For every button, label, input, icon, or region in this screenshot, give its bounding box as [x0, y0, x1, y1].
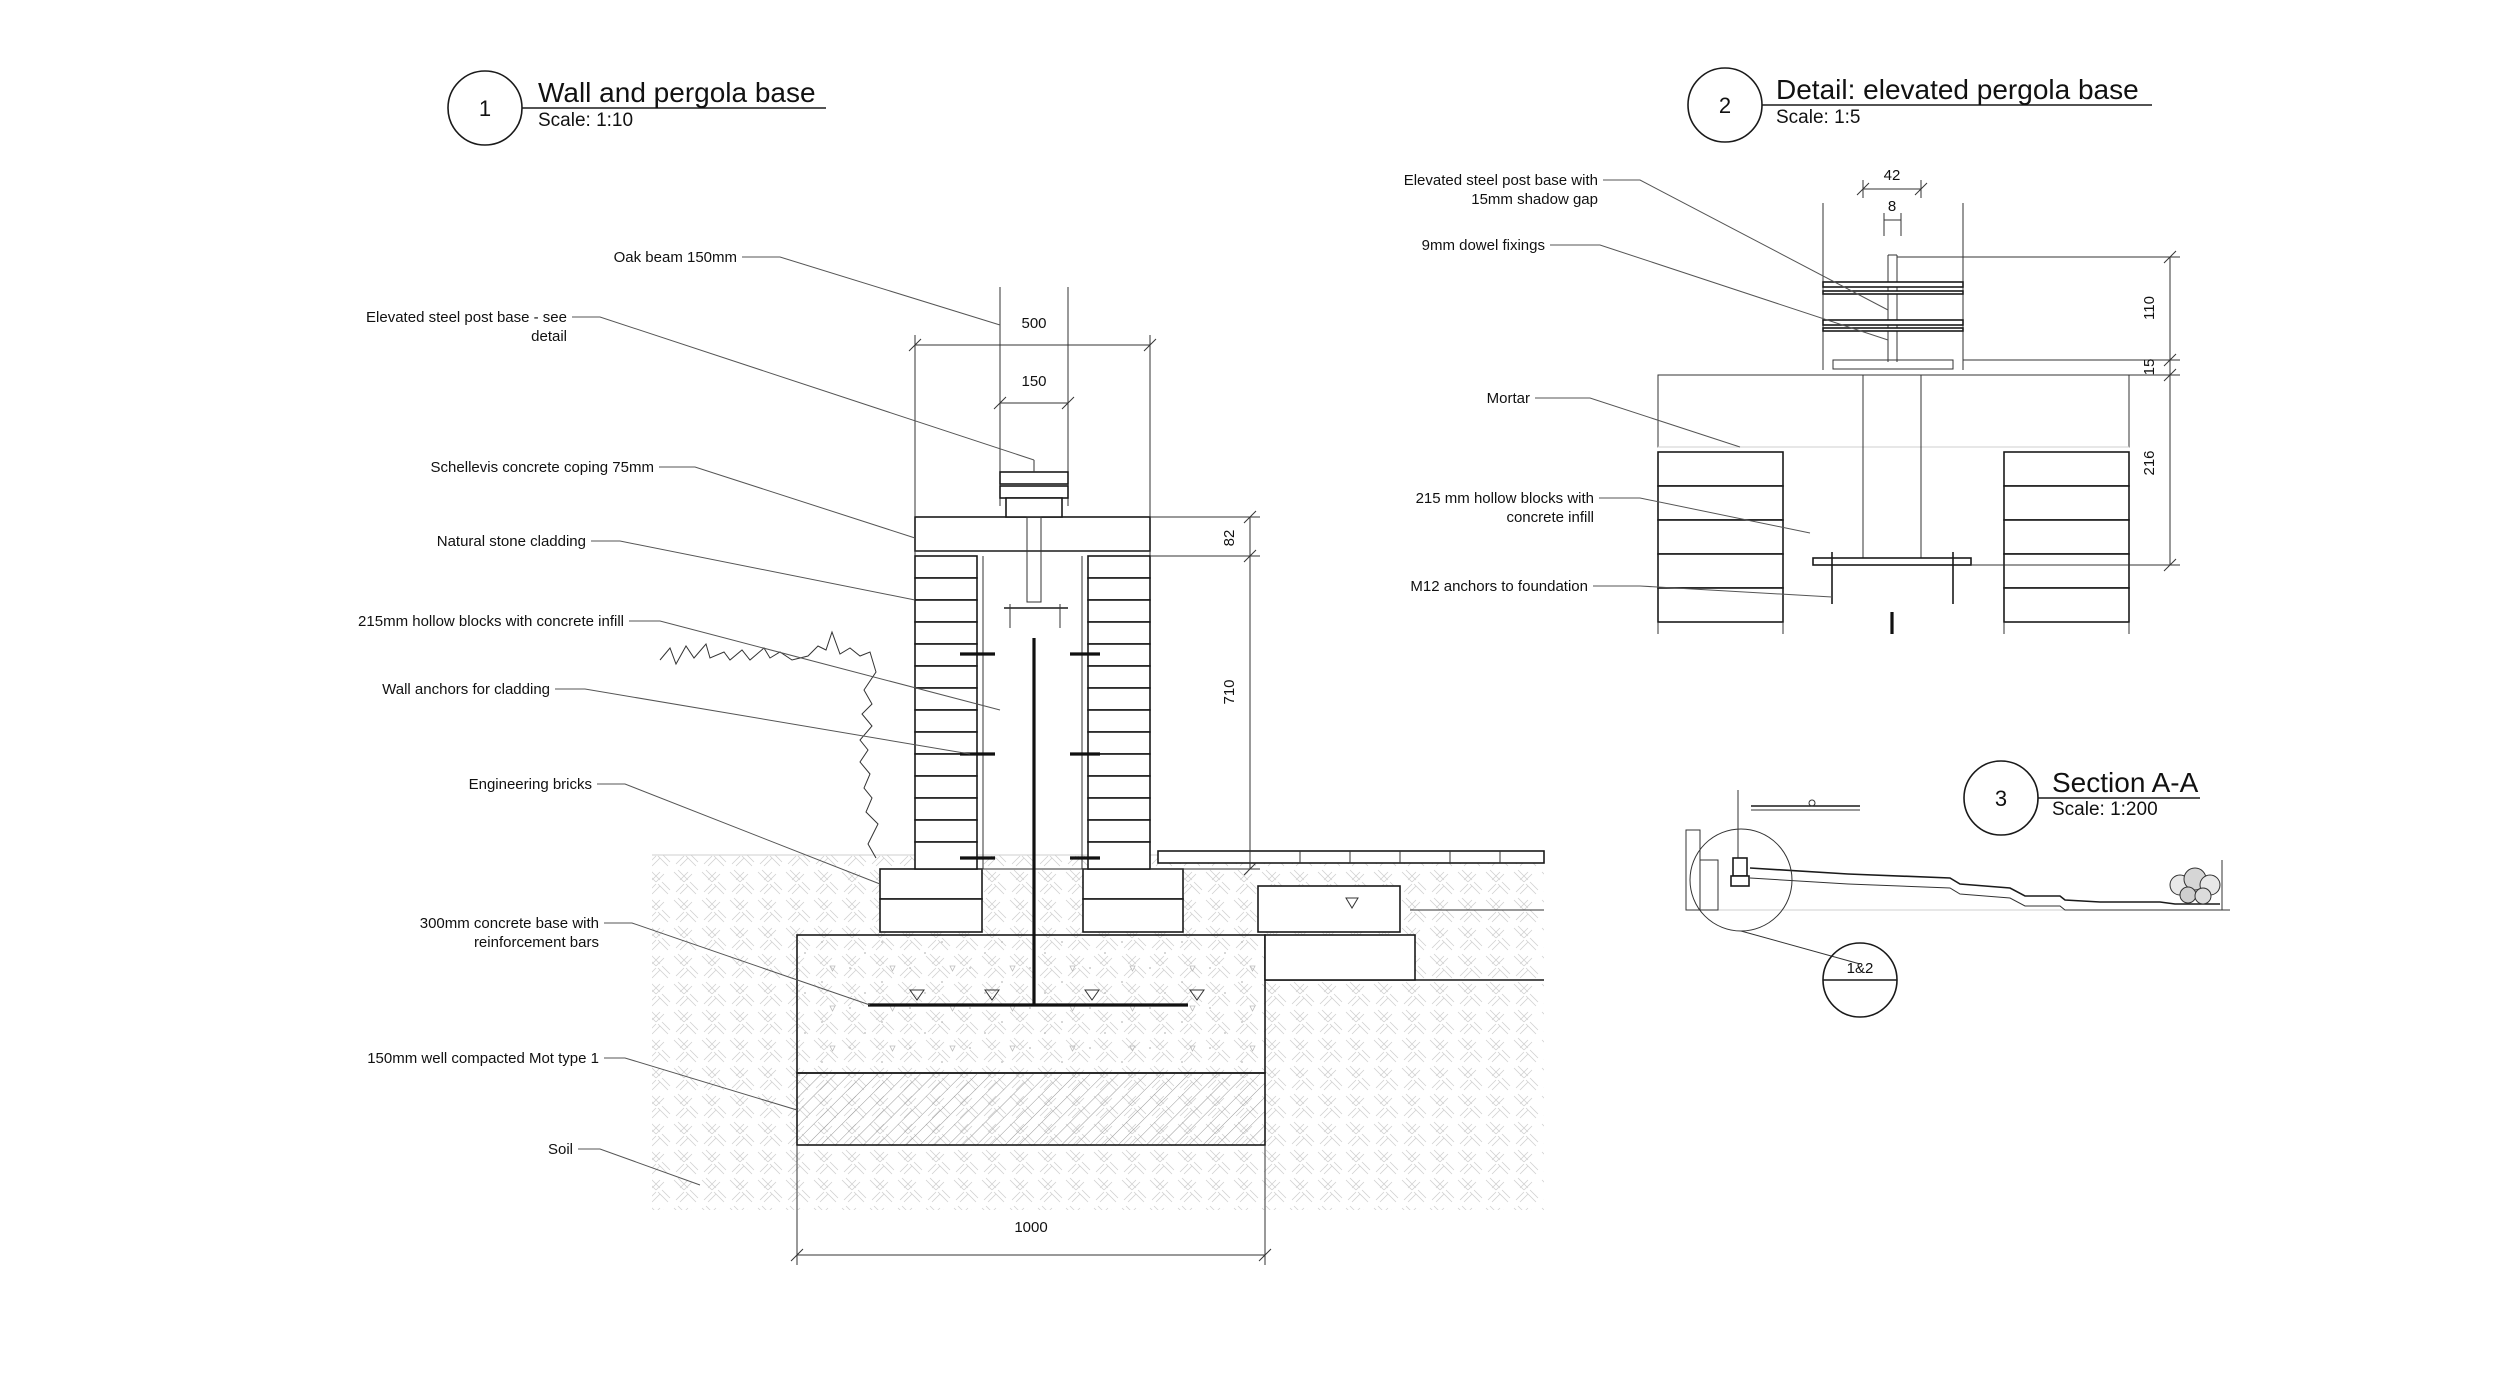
label-d2-post-base-line1: Elevated steel post base with	[1404, 172, 1598, 189]
detail-3-scale: Scale: 1:200	[2052, 799, 2158, 820]
label-oak-beam: Oak beam 150mm	[614, 249, 737, 266]
detail-1-scale: Scale: 1:10	[538, 110, 633, 131]
detail-1-number: 1	[479, 96, 491, 121]
dim-82: 82	[1221, 530, 1238, 547]
dim-42: 42	[1884, 167, 1901, 184]
wall-body	[914, 516, 1151, 1005]
label-coping: Schellevis concrete coping 75mm	[431, 459, 654, 476]
label-post-base-line2: detail	[531, 328, 567, 345]
dim-710: 710	[1221, 679, 1238, 704]
label-mot-type-1: 150mm well compacted Mot type 1	[367, 1050, 599, 1067]
steel-post-base-1	[999, 287, 1069, 628]
label-d2-blocks-line1: 215 mm hollow blocks with	[1416, 490, 1594, 507]
mot-type-1-layer	[796, 1072, 1266, 1146]
dim-8: 8	[1888, 198, 1896, 215]
label-soil: Soil	[548, 1141, 573, 1158]
label-cladding: Natural stone cladding	[437, 533, 586, 550]
callout-1-2-label: 1&2	[1847, 960, 1874, 977]
detail-3-number: 3	[1995, 786, 2007, 811]
detail-1-wall-pergola-base: 1 Wall and pergola base Scale: 1:10	[358, 70, 1545, 1265]
dimension-500: 500	[908, 315, 1157, 517]
detail-3-title: Section A-A	[2052, 767, 2199, 798]
label-d2-dowel: 9mm dowel fixings	[1422, 237, 1545, 254]
detail-3-section-a-a: 3 Section A-A Scale: 1:200 1&2	[1685, 760, 2230, 1018]
paving	[1157, 850, 1545, 933]
engineering-bricks	[879, 868, 1184, 933]
label-blocks: 215mm hollow blocks with concrete infill	[358, 613, 624, 630]
detail-1-title: Wall and pergola base	[538, 77, 816, 108]
dim-110: 110	[2141, 296, 2158, 320]
detail-2-dim-vertical: 110 15 216	[1897, 250, 2180, 572]
dim-1000: 1000	[1014, 1219, 1047, 1236]
detail-1-labels: Oak beam 150mm Elevated steel post base …	[358, 249, 1035, 1186]
label-concrete-base-line2: reinforcement bars	[474, 934, 599, 951]
detail-2-coping	[1657, 374, 2130, 448]
label-engineering-bricks: Engineering bricks	[469, 776, 592, 793]
detail-2-dim-42-8: 42 8	[1856, 167, 1928, 236]
label-wall-anchors: Wall anchors for cladding	[382, 681, 550, 698]
dim-500: 500	[1021, 315, 1046, 332]
detail-2-elevated-pergola-base: 2 Detail: elevated pergola base Scale: 1…	[1404, 67, 2180, 634]
detail-2-scale: Scale: 1:5	[1776, 107, 1861, 128]
dim-216: 216	[2141, 450, 2158, 475]
hedge-outline	[659, 630, 879, 859]
label-concrete-base-line1: 300mm concrete base with	[420, 915, 599, 932]
detail-2-blocks-left	[1657, 451, 1784, 634]
detail-2-labels: Elevated steel post base with 15mm shado…	[1404, 172, 1889, 598]
dim-150: 150	[1021, 373, 1046, 390]
detail-2-blocks-right	[2003, 451, 2130, 634]
stone-cladding-left	[914, 555, 978, 870]
label-d2-mortar: Mortar	[1487, 390, 1530, 407]
label-post-base-line1: Elevated steel post base - see	[366, 309, 567, 326]
detail-2-number: 2	[1719, 93, 1731, 118]
shrubs	[2169, 860, 2223, 910]
detail-2-title: Detail: elevated pergola base	[1776, 74, 2139, 105]
dim-15: 15	[2141, 359, 2158, 376]
dimension-150: 150	[993, 373, 1075, 410]
stone-cladding-right	[1087, 555, 1151, 870]
dimension-vertical: 82 710	[1150, 510, 1260, 876]
dimension-1000: 1000	[790, 1145, 1272, 1265]
label-d2-blocks-line2: concrete infill	[1506, 509, 1594, 526]
label-d2-m12: M12 anchors to foundation	[1410, 578, 1588, 595]
label-d2-post-base-line2: 15mm shadow gap	[1471, 191, 1598, 208]
